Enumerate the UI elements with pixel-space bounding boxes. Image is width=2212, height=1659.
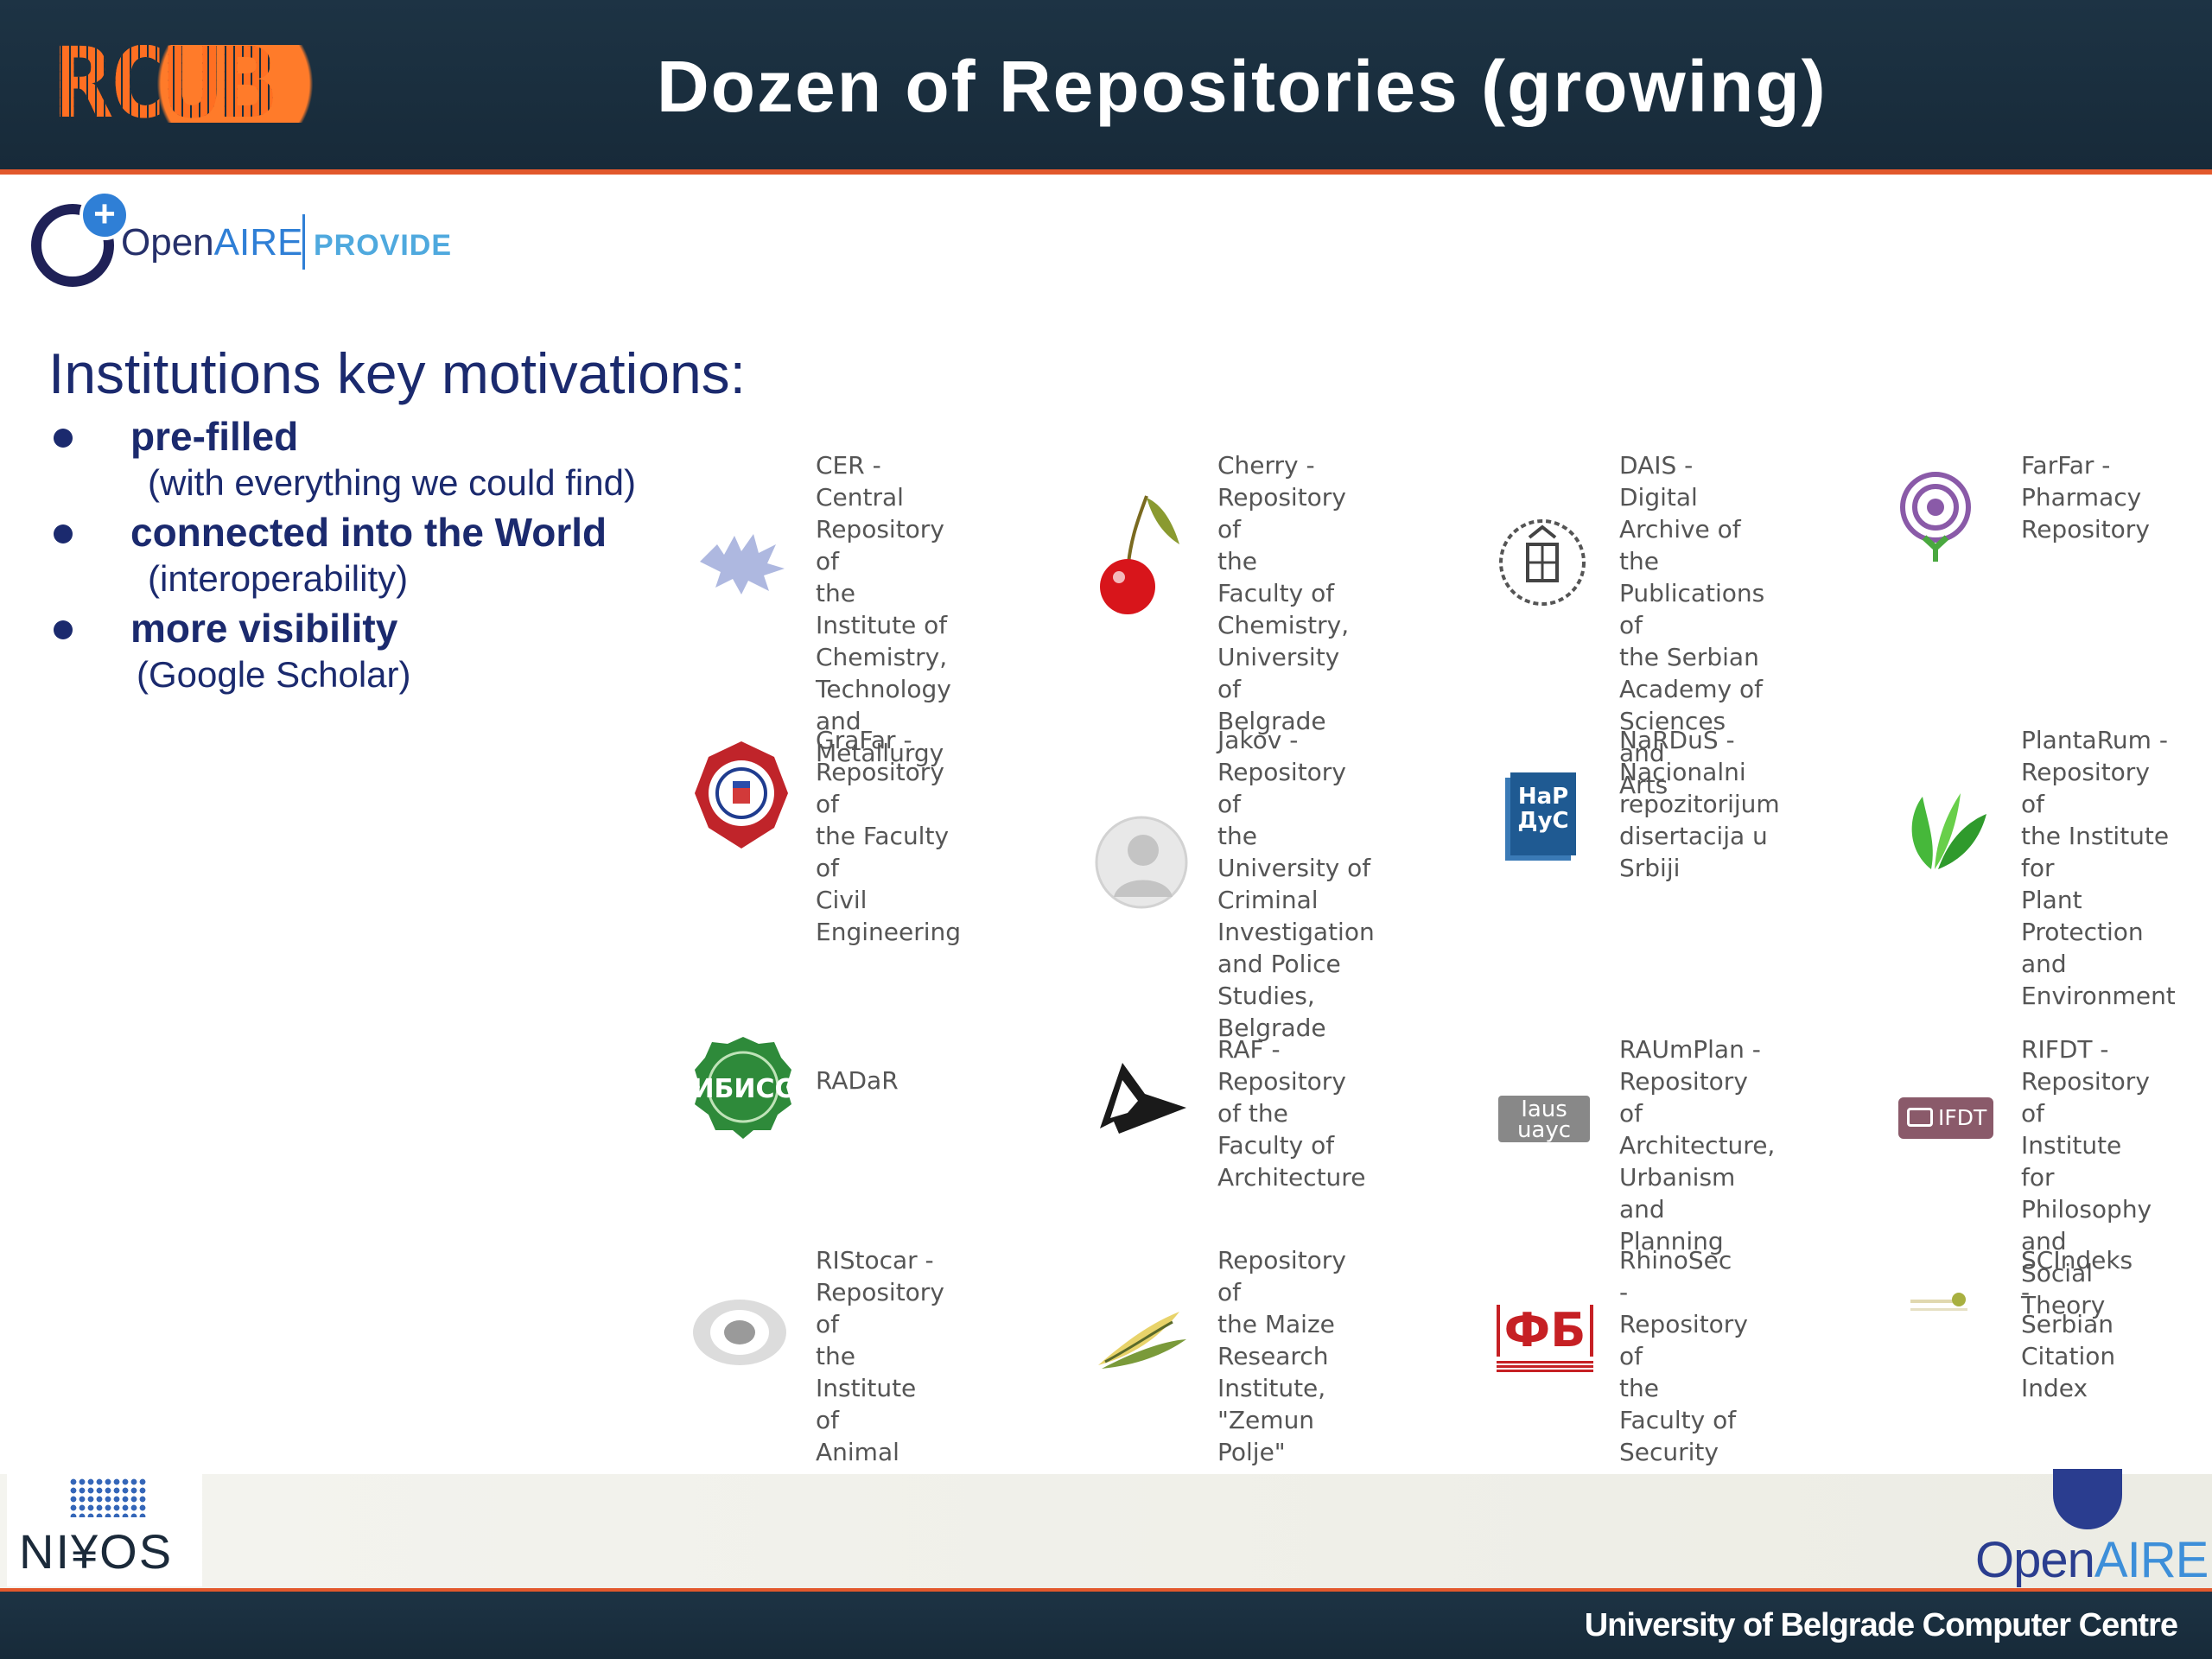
repository-label: RAF - Repository of the Faculty of Archi… <box>1217 1035 1366 1192</box>
motivation-item: pre-filled (with everything we could fin… <box>48 410 671 505</box>
repository-label: RIStocar - Repository of the Institute o… <box>816 1246 947 1498</box>
repository-label: PlantaRum - Repository of the Institute … <box>2021 726 2176 1010</box>
plant-icon <box>1911 793 1986 869</box>
leaf-icon <box>700 534 785 594</box>
globe-icon <box>2053 1469 2122 1529</box>
fb-logo-text: ФБ <box>1497 1305 1593 1357</box>
openaire-name: OpenAIRE <box>121 221 303 264</box>
ifdt-icon: IFDT <box>1898 1097 1993 1139</box>
ifdt-logo-text: IFDT <box>1938 1105 1987 1130</box>
motivation-title: pre-filled <box>130 414 299 459</box>
repository-label: RIFDT - Repository of Institute for Phil… <box>2021 1035 2152 1319</box>
architecture-icon <box>1100 1063 1186 1134</box>
rcub-logo: RCUB <box>54 45 416 123</box>
openaire-provide-logo: + OpenAIRE PROVIDE <box>26 190 475 287</box>
nardus-logo-text: НаР ДуС <box>1517 784 1569 834</box>
slide-header: RCUB Dozen of Repositories (growing) <box>0 0 2212 175</box>
motivation-detail: (Google Scholar) <box>137 654 411 695</box>
repository-label: FarFar - Pharmacy Repository <box>2021 451 2150 543</box>
bullet-icon <box>54 429 73 448</box>
motivations-heading: Institutions key motivations: <box>48 341 747 405</box>
fb-icon: ФБ <box>1497 1305 1593 1379</box>
motivation-item: more visibility (Google Scholar) <box>48 601 671 697</box>
iaus-logo-text: Iaus uayc <box>1516 1096 1572 1143</box>
openaire-wordmark: OpenAIRE <box>1975 1532 2209 1588</box>
slide-title: Dozen of Repositories (growing) <box>657 46 1827 127</box>
repository-label: NaRDuS - Nacionalni repozitorijum disert… <box>1619 726 1780 882</box>
seal-icon <box>695 741 788 849</box>
footer-text: University of Belgrade Computer Centre <box>1584 1607 2178 1643</box>
fb-logo-stripes <box>1497 1360 1593 1372</box>
coat-of-arms-icon <box>1499 519 1586 606</box>
motivation-title: more visibility <box>130 606 398 651</box>
repository-label: Cherry - Repository of the Faculty of Ch… <box>1217 451 1350 735</box>
openaire-footer-logo: OpenAIRE <box>1970 1469 2209 1590</box>
animal-icon <box>693 1300 786 1365</box>
repository-label: RADaR <box>816 1066 899 1095</box>
iaus-icon: Iaus uayc <box>1498 1096 1590 1142</box>
repository-label: SCIndeks - Serbian Citation Index <box>2021 1246 2133 1402</box>
layers-icon <box>1907 1108 1933 1127</box>
repository-label: CER - Central Repository of the Institut… <box>816 451 951 767</box>
svg-text:ИБИСС: ИБИСС <box>692 1074 793 1104</box>
motivations-list: pre-filled (with everything we could fin… <box>48 410 671 697</box>
motivation-detail: (with everything we could find) <box>148 462 636 503</box>
book-icon: НаР ДуС <box>1510 772 1576 855</box>
portrait-icon <box>1095 816 1188 909</box>
repository-label: RAUmPlan - Repository of Architecture, U… <box>1619 1035 1776 1255</box>
dots-icon <box>69 1478 147 1517</box>
spiral-icon <box>1900 472 1971 562</box>
slide-footer: University of Belgrade Computer Centre <box>0 1588 2212 1659</box>
repository-label: Jakov - Repository of the University of … <box>1217 726 1375 1042</box>
cherry-icon <box>1100 495 1179 614</box>
repository-label: GraFar - Repository of the Faculty of Ci… <box>816 726 961 946</box>
green-seal-icon: ИБИСС <box>692 1037 794 1139</box>
plus-icon: + <box>79 190 130 240</box>
scindeks-icon <box>1910 1293 1967 1311</box>
nikos-logo: NI¥OS <box>7 1474 202 1586</box>
bullet-icon <box>54 524 73 543</box>
nikos-wordmark: NI¥OS <box>19 1524 174 1579</box>
logo-divider <box>302 214 305 270</box>
motivation-detail: (interoperability) <box>148 558 409 599</box>
repository-label: DAIS - Digital Archive of the Publicatio… <box>1619 451 1765 799</box>
maize-icon <box>1098 1312 1186 1369</box>
motivation-item: connected into the World (interoperabili… <box>48 505 671 601</box>
bullet-icon <box>54 620 73 639</box>
footer-logo-band <box>0 1474 2212 1588</box>
repository-label: Repository of the Maize Research Institu… <box>1217 1246 1346 1466</box>
motivation-title: connected into the World <box>130 510 607 555</box>
provide-tag: PROVIDE <box>314 229 453 262</box>
